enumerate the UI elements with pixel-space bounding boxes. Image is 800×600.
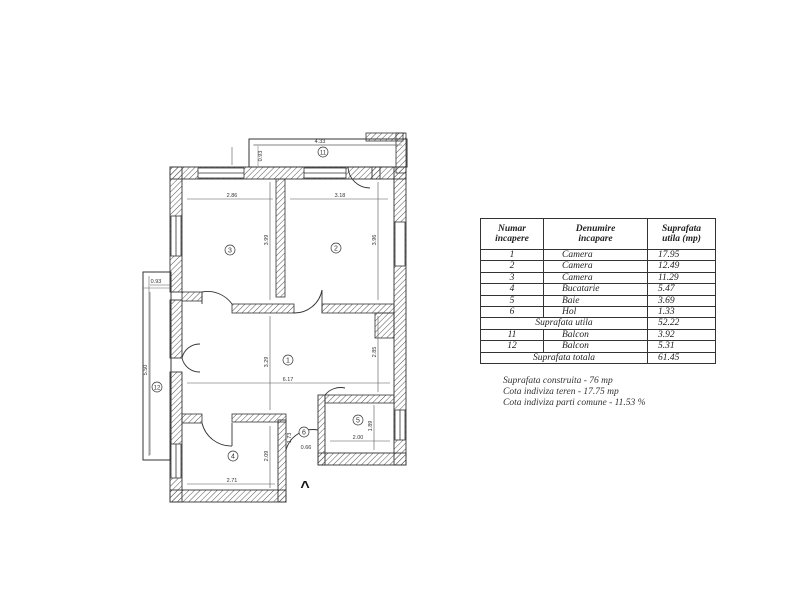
dim-kitchen-depth: 2.09 [264,451,270,462]
room-label-2: 2 [330,242,342,254]
table-row: 6 Hol 1.33 [480,306,716,319]
table-row: 3 Camera 11.29 [480,271,716,285]
outer-walls [169,166,407,503]
svg-text:1: 1 [286,358,290,365]
svg-text:6: 6 [302,430,306,437]
total-row: Suprafata totala 61.45 [480,351,716,365]
windows [170,167,406,479]
balcony-12 [142,271,172,461]
entry-arrow-icon: ^ [300,479,309,496]
dim-hall-right-depth: 2.85 [372,347,378,358]
table-row: 12 Balcon 5.31 [480,340,716,353]
table-row: 11 Balcon 3.92 [480,328,716,342]
svg-text:2: 2 [334,246,338,253]
room-label-6: 6 [298,426,310,438]
dimension-labels: 4.33 0.93 2.86 3.18 3.99 3.96 0.93 5.50 … [143,139,378,484]
dim-bath-depth: 1.89 [368,421,374,432]
dim-room3-depth: 3.99 [264,235,270,246]
note-common-share: Cota indiviza parti comune - 11.53 % [503,398,646,408]
dim-balcony-top-depth: 0.93 [258,151,264,162]
interior-walls [181,178,395,424]
room-label-11: 11 [317,146,329,158]
room-label-5: 5 [352,414,364,426]
note-built-area: Suprafata construita - 76 mp [503,376,613,386]
header-room-number: Numar incapere [480,218,544,250]
dim-hol-width: 0.66 [301,445,312,451]
dim-balcony-left-length: 5.50 [143,365,149,376]
room-labels: 1 2 3 4 5 6 11 12 [151,146,364,462]
svg-text:12: 12 [154,386,161,392]
dim-room3-width: 2.86 [227,193,238,199]
table-row: 4 Bucatarie 5.47 [480,283,716,296]
area-notes: Suprafata construita - 76 mp Cota indivi… [503,376,646,409]
table-row: 2 Camera 12.49 [480,260,716,273]
table-row: 1 Camera 17.95 [480,248,716,262]
room-label-1: 1 [282,354,294,366]
dim-room2-depth: 3.96 [372,235,378,246]
dimension-lines [149,144,398,488]
dim-balcony-left-width: 0.93 [151,279,162,285]
dim-hol-depth: 1.73 [287,433,293,444]
dim-balcony-top-width: 4.33 [315,139,326,145]
svg-text:4: 4 [231,454,235,461]
svg-text:11: 11 [320,151,327,157]
room-label-3: 3 [224,244,236,256]
dim-room2-width: 3.18 [335,193,346,199]
dim-bath-width: 2.00 [353,435,364,441]
note-land-share: Cota indiviza teren - 17.75 mp [503,387,619,397]
header-room-name: Denumire incapare [543,218,648,250]
doors [181,166,371,451]
room-label-12: 12 [151,381,163,393]
subtotal-row: Suprafata utila 52.22 [480,317,716,330]
dim-kitchen-width: 2.71 [227,478,238,484]
dim-hall-width: 6.17 [283,377,294,383]
room-label-4: 4 [227,450,239,462]
room-area-table: Numar incapere Denumire incapare Suprafa… [480,218,716,365]
svg-text:3: 3 [228,248,232,255]
svg-text:5: 5 [356,418,360,425]
dim-hall-depth: 3.29 [264,357,270,368]
table-row: 5 Baie 3.69 [480,294,716,308]
header-room-area: Suprafata utila (mp) [647,218,716,250]
